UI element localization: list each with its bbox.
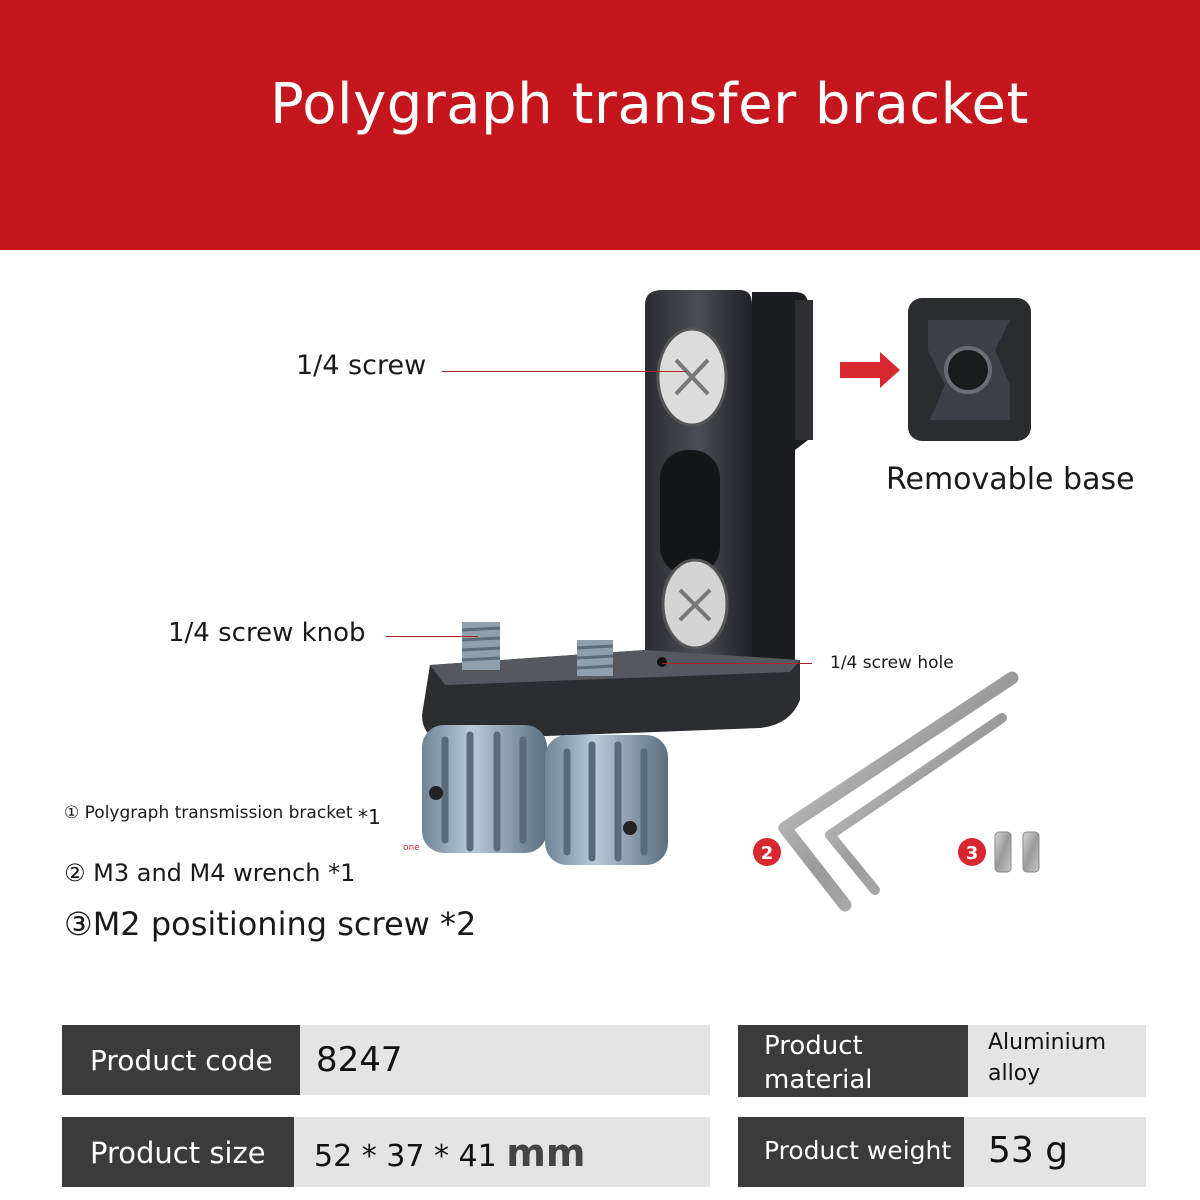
spec-code-label-cell: Product code	[62, 1025, 300, 1095]
spec-size-unit: mm	[506, 1131, 586, 1175]
callout-screw-knob: 1/4 screw knob	[168, 618, 366, 648]
contents-item-positioning-screw: ③M2 positioning screw *2	[64, 905, 477, 943]
badge-wrench-icon	[753, 838, 781, 866]
bracket-base-plate	[422, 650, 800, 740]
removable-base-plate	[908, 298, 1031, 441]
page-title: Polygraph transfer bracket	[270, 72, 1029, 137]
badge-screw-icon	[958, 838, 986, 866]
hex-wrenches	[778, 671, 1019, 912]
spec-weight-value: 53 g	[988, 1130, 1069, 1171]
spec-material-label-line2: material	[764, 1065, 873, 1095]
spec-weight-label: Product weight	[764, 1136, 952, 1165]
contents-item-bracket-qty: *1	[357, 805, 381, 829]
callout-screw-line	[442, 371, 686, 372]
callout-screw-hole-line	[662, 663, 812, 664]
spec-code-value-cell: 8247	[300, 1025, 710, 1095]
spec-material-value-line2: alloy	[988, 1061, 1041, 1086]
callout-one: one	[403, 843, 420, 853]
spec-code-label: Product code	[90, 1044, 273, 1077]
callout-removable-base: Removable base	[886, 462, 1135, 497]
spec-size-label-cell: Product size	[62, 1117, 294, 1187]
screw-studs	[461, 622, 614, 676]
contents-item-bracket-text: ① Polygraph transmission bracket	[64, 803, 353, 823]
spec-size-value: 52 * 37 * 41 mm	[314, 1131, 585, 1175]
badge-wrench-number: 2	[761, 843, 774, 864]
spec-size-value-cell: 52 * 37 * 41 mm	[294, 1117, 710, 1187]
spec-material-label-line1: Product	[764, 1031, 863, 1061]
callout-screw-hole: 1/4 screw hole	[830, 653, 954, 673]
spec-code-value: 8247	[316, 1040, 403, 1080]
contents-item-bracket: ① Polygraph transmission bracket *1	[64, 799, 381, 829]
contents-item-wrench: ② M3 and M4 wrench *1	[64, 859, 356, 887]
spec-size-label: Product size	[90, 1136, 266, 1170]
callout-screw-knob-line	[386, 636, 478, 637]
badge-screw-number: 3	[966, 843, 979, 864]
knob-left	[422, 725, 547, 853]
knob-right	[545, 735, 668, 865]
callout-screw: 1/4 screw	[296, 350, 427, 381]
spec-weight-value-cell: 53 g	[964, 1117, 1146, 1187]
spec-material-value-cell: Aluminium alloy	[968, 1025, 1146, 1097]
spec-material-value-line1: Aluminium	[988, 1030, 1107, 1055]
bracket-vertical-arm	[645, 290, 813, 700]
spec-material-label-cell: Product material	[738, 1025, 968, 1097]
header-banner: Polygraph transfer bracket	[0, 0, 1200, 250]
positioning-screws	[994, 831, 1040, 873]
spec-weight-label-cell: Product weight	[738, 1117, 964, 1187]
arrow-right-icon	[840, 352, 900, 388]
spec-size-number: 52 * 37 * 41	[314, 1139, 497, 1174]
